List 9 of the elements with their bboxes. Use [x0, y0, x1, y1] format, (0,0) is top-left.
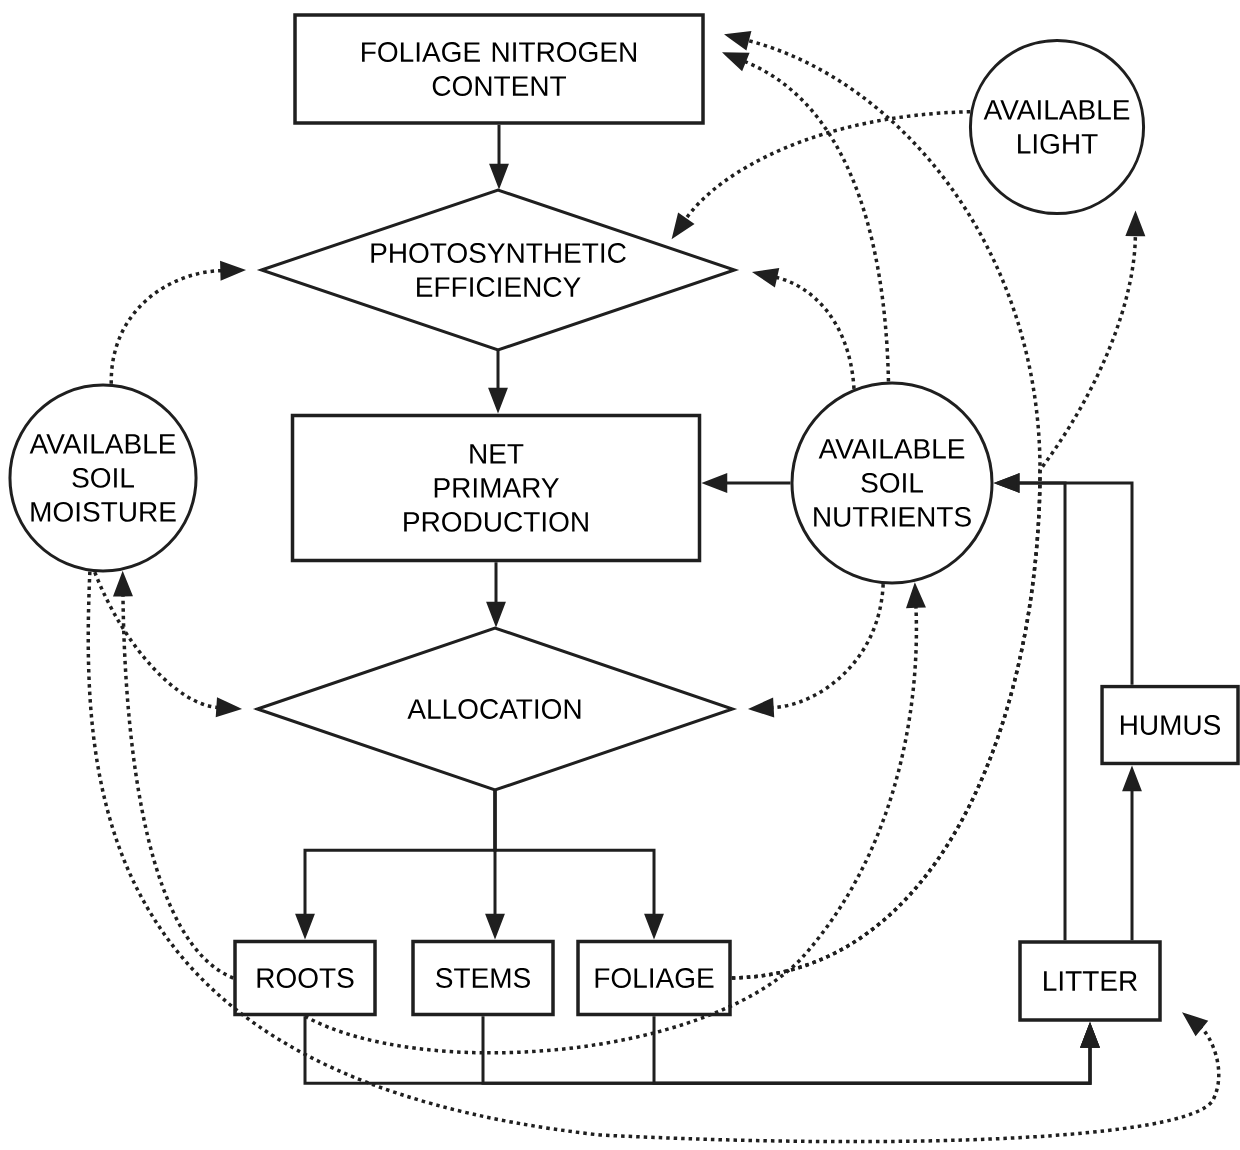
process-box: ROOTS — [233, 939, 377, 1017]
process-box: NET PRIMARY PRODUCTION — [290, 413, 702, 563]
dotted-arrow — [86, 571, 1221, 1144]
process-box: HUMUS — [1100, 684, 1240, 766]
process-box: LITTER — [1018, 940, 1162, 1022]
process-box: STEMS — [411, 939, 555, 1017]
arrow — [652, 1016, 1100, 1085]
process-box: FOLIAGE — [576, 939, 732, 1017]
process-box: FOLIAGE NITROGEN CONTENT — [293, 13, 705, 125]
